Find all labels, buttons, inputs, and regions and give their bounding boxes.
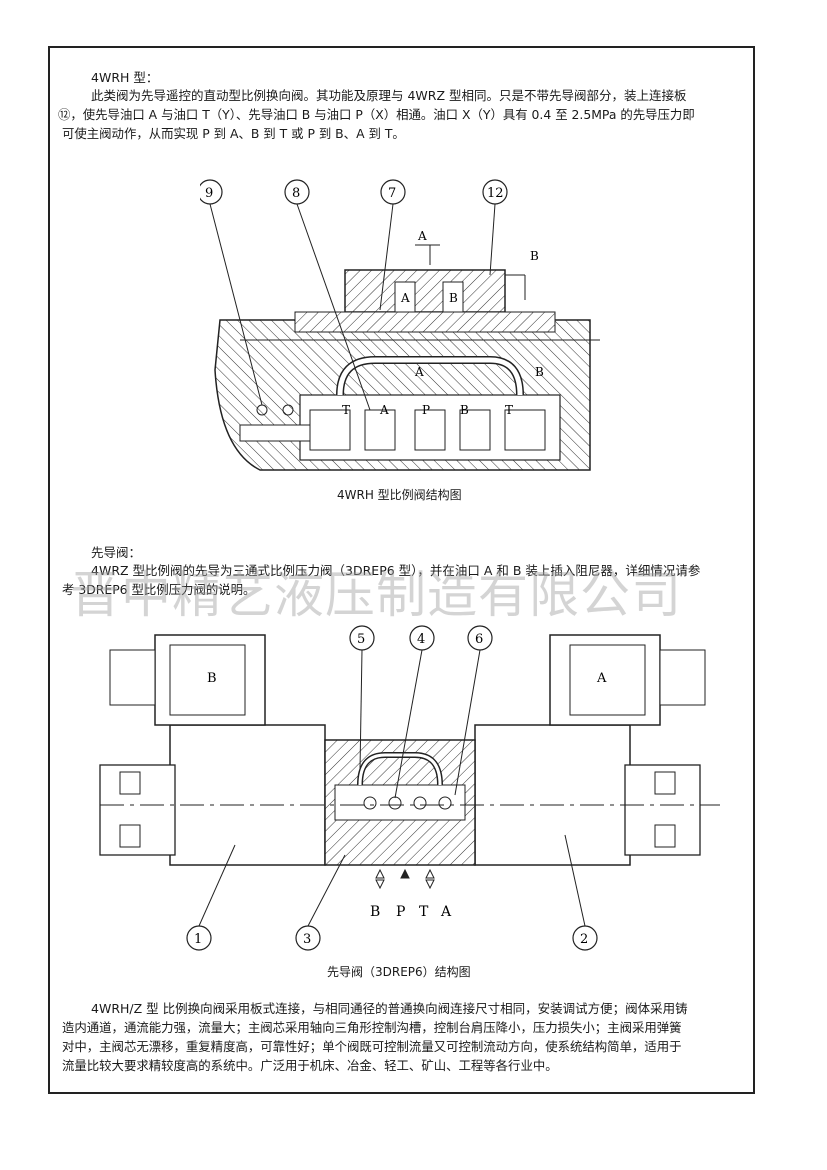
section3-line-2: 造内通道，通流能力强，流量大；主阀芯采用轴向三角形控制沟槽，控制台肩压降小，压力… xyxy=(62,1020,682,1035)
section1-line-3: 可使主阀动作，从而实现 P 到 A、B 到 T 或 P 到 B、A 到 T。 xyxy=(62,126,405,141)
svg-text:A: A xyxy=(417,229,427,243)
page-border xyxy=(48,46,755,1094)
svg-text:B: B xyxy=(460,403,469,417)
port-b-label: B xyxy=(370,904,380,920)
svg-text:B: B xyxy=(530,249,539,263)
figure1-caption: 4WRH 型比例阀结构图 xyxy=(337,488,462,502)
callout-5: 5 xyxy=(357,632,365,647)
section2-line-2: 考 3DREP6 型比例压力阀的说明。 xyxy=(62,582,256,597)
svg-text:T: T xyxy=(342,403,350,417)
solenoid-b-label: B xyxy=(207,671,217,686)
callout-3: 3 xyxy=(303,932,311,947)
svg-text:B: B xyxy=(535,365,544,379)
port-p-label: P xyxy=(396,904,405,920)
svg-text:A: A xyxy=(414,365,424,379)
svg-text:P: P xyxy=(422,403,430,417)
watermark: 晋中精艺液压制造有限公司 xyxy=(70,566,682,624)
section1-heading: 4WRH 型： xyxy=(91,70,159,85)
callout-8: 8 xyxy=(292,186,300,201)
section3-line-1: 4WRH/Z 型 比例换向阀采用板式连接，与相同通径的普通换向阀连接尺寸相同，安… xyxy=(91,1001,688,1016)
solenoid-a-label: A xyxy=(596,671,607,686)
callout-2: 2 xyxy=(580,932,588,947)
svg-text:A: A xyxy=(400,291,410,305)
section1-line-2: ⑫，使先导油口 A 与油口 T（Y）、先导油口 B 与油口 P（X）相通。油口 … xyxy=(58,107,695,122)
svg-text:B: B xyxy=(449,291,458,305)
section2-line-1: 4WRZ 型比例阀的先导为三通式比例压力阀（3DREP6 型），并在油口 A 和… xyxy=(91,563,701,578)
callout-4: 4 xyxy=(417,632,425,647)
callout-7: 7 xyxy=(388,186,396,201)
section2-heading: 先导阀： xyxy=(91,545,142,560)
section3-line-4: 流量比较大要求精较度高的系统中。广泛用于机床、冶金、轻工、矿山、工程等各行业中。 xyxy=(62,1058,558,1073)
callout-9: 9 xyxy=(205,186,213,201)
svg-text:A: A xyxy=(379,403,389,417)
callout-6: 6 xyxy=(475,632,483,647)
figure1-diagram: A B B A A B T A P B T 9 8 7 12 xyxy=(200,179,600,471)
port-a-label: A xyxy=(440,904,452,920)
section1-line-1: 此类阀为先导遥控的直动型比例换向阀。其功能及原理与 4WRZ 型相同。只是不带先… xyxy=(91,88,687,103)
callout-12: 12 xyxy=(487,186,504,201)
section3-line-3: 对中，主阀芯无漂移，重复精度高，可靠性好；单个阀既可控制流量又可控制流动方向，使… xyxy=(62,1039,682,1054)
figure2-caption: 先导阀（3DREP6）结构图 xyxy=(327,965,471,979)
svg-text:T: T xyxy=(505,403,513,417)
port-t-label: T xyxy=(419,904,429,920)
callout-1: 1 xyxy=(194,932,202,947)
figure2-diagram: B A B P T A 5 4 6 xyxy=(99,625,720,951)
